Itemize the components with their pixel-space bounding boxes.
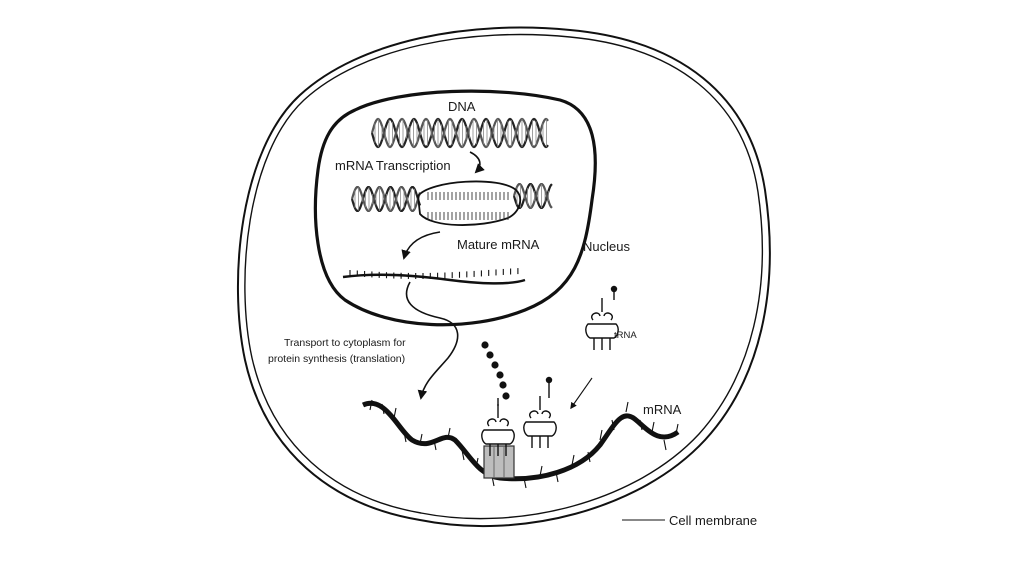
dna-helix [370, 117, 549, 149]
trna-bound-1 [481, 398, 515, 456]
transport-label-1: Transport to cytoplasm for [284, 337, 406, 349]
nucleus-label: Nucleus [583, 239, 630, 254]
trna-bound-2 [523, 383, 557, 448]
cell-membrane-label: Cell membrane [669, 513, 757, 528]
cell-membrane [236, 26, 771, 528]
cytoplasm-mrna [361, 399, 680, 489]
transcription-arrow [469, 151, 485, 174]
transcription-helix-right [512, 183, 553, 209]
dna-label: DNA [448, 99, 476, 114]
mature-mrna-strand [342, 268, 526, 285]
amino-acid-chain [481, 285, 618, 400]
transport-label-2: protein synthesis (translation) [268, 353, 405, 365]
mrna-label: mRNA [643, 402, 682, 417]
trna-label: tRNA [614, 330, 637, 341]
transcription-label: mRNA Transcription [335, 158, 451, 173]
nucleus [313, 89, 597, 327]
trna-free [585, 292, 619, 350]
transcription-bubble [417, 180, 522, 226]
ribosome-site [483, 445, 515, 479]
trna-approach-arrow [570, 377, 593, 410]
transcription-helix [350, 186, 422, 212]
transport-arrow [405, 281, 459, 400]
mature-mrna-arrow [401, 231, 441, 260]
mature-mrna-label: Mature mRNA [457, 237, 540, 252]
